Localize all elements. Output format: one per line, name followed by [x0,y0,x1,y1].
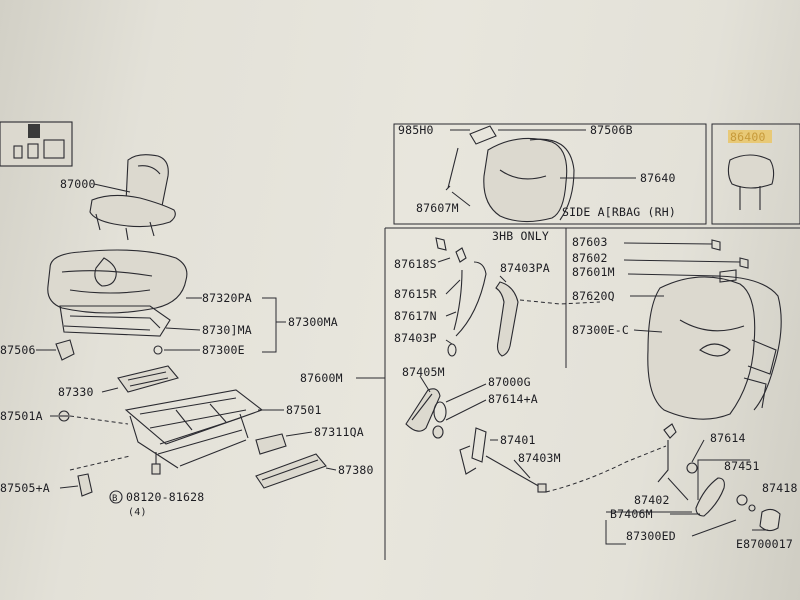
svg-text:B: B [112,494,118,504]
label-87451: 87451 [724,459,760,473]
label-87320pa: 87320PA [202,291,252,305]
nut-87614-icon [686,462,698,474]
label-08120: 08120-81628 [126,490,204,504]
cap-87418-icon [759,508,781,532]
label-87380: 87380 [338,463,374,477]
bracket-87506-icon [55,339,75,361]
label-87402: 87402 [634,493,670,507]
cover-87311qa-icon [255,433,287,455]
bracket-87505a-icon [77,473,93,497]
knob-87000g-icon [433,401,447,423]
label-87600m: 87600M [300,371,343,385]
label-87301ma: 8730]MA [202,323,252,337]
label-side-airbag: SIDE A[RBAG (RH) [562,205,676,219]
seatback-frame-icon [647,275,782,420]
label-87403pa: 87403PA [500,261,550,275]
seat-cushion-icon [47,249,188,314]
label-87640: 87640 [640,171,676,185]
vehicle-thumbnail-icon [0,121,73,167]
cover-87380-icon [255,453,327,489]
recliner-handle-icon [657,423,677,483]
label-87506: 87506 [0,343,36,357]
seat-slide-frame-icon [124,389,264,469]
label-87501a: 87501A [0,409,43,423]
label-3hb-only: 3HB ONLY [492,229,549,243]
washer-87614a-icon [432,425,444,439]
label-87311qa: 87311QA [314,425,364,439]
lever-87451-icon [695,477,756,517]
bolt-08120-icon [151,452,161,475]
side-airbag-box [393,123,707,225]
label-87602: 87602 [572,251,608,265]
label-87401: 87401 [500,433,536,447]
label-87505a: 87505+A [0,481,50,495]
seat-assembly-icon [89,154,176,241]
label-87506b: 87506B [590,123,633,137]
label-87618s: 87618S [394,257,437,271]
label-87615r: 87615R [394,287,437,301]
release-lever-icon [495,281,601,357]
label-87000: 87000 [60,177,96,191]
airbag-harness-icon [445,125,497,191]
pad-87330-icon [117,365,179,393]
label-87403m: 87403M [518,451,561,465]
recliner-cover-icon [405,388,441,432]
label-87617n: 87617N [394,309,437,323]
label-08120-qty: (4) [128,507,147,518]
label-87620q: 87620Q [572,289,615,303]
bolt-symbol-b-icon: B [109,490,123,504]
headrest-icon [727,154,775,210]
label-87000g: 87000G [488,375,531,389]
bolt-87501a-icon [58,410,70,422]
label-87330: 87330 [58,385,94,399]
side-airbag-backrest-icon [483,137,575,223]
label-87614a: 87614+A [488,392,538,406]
label-87300ma: 87300MA [288,315,338,329]
label-87300ec: 87300E-C [572,323,629,337]
recliner-cable-icon [435,237,487,357]
label-87300e: 87300E [202,343,245,357]
label-87601m: 87601M [572,265,615,279]
label-87406m: B7406M [610,507,653,521]
label-87300ed: 87300ED [626,529,676,543]
label-87403p: 87403P [394,331,437,345]
label-985h0: 985H0 [398,123,434,137]
label-87603: 87603 [572,235,608,249]
label-87614: 87614 [710,431,746,445]
cushion-frame-icon [59,305,171,337]
label-86400: 86400 [730,130,766,144]
headrest-box [711,123,800,225]
label-87405m: 87405M [402,365,445,379]
label-87607m: 87607M [416,201,459,215]
label-e8700017: E8700017 [736,537,793,551]
headrest-guide-icon [711,239,749,283]
recliner-rod-icon [459,427,667,493]
label-87418: 87418 [762,481,798,495]
label-87501: 87501 [286,403,322,417]
highlight-86400 [728,130,772,143]
